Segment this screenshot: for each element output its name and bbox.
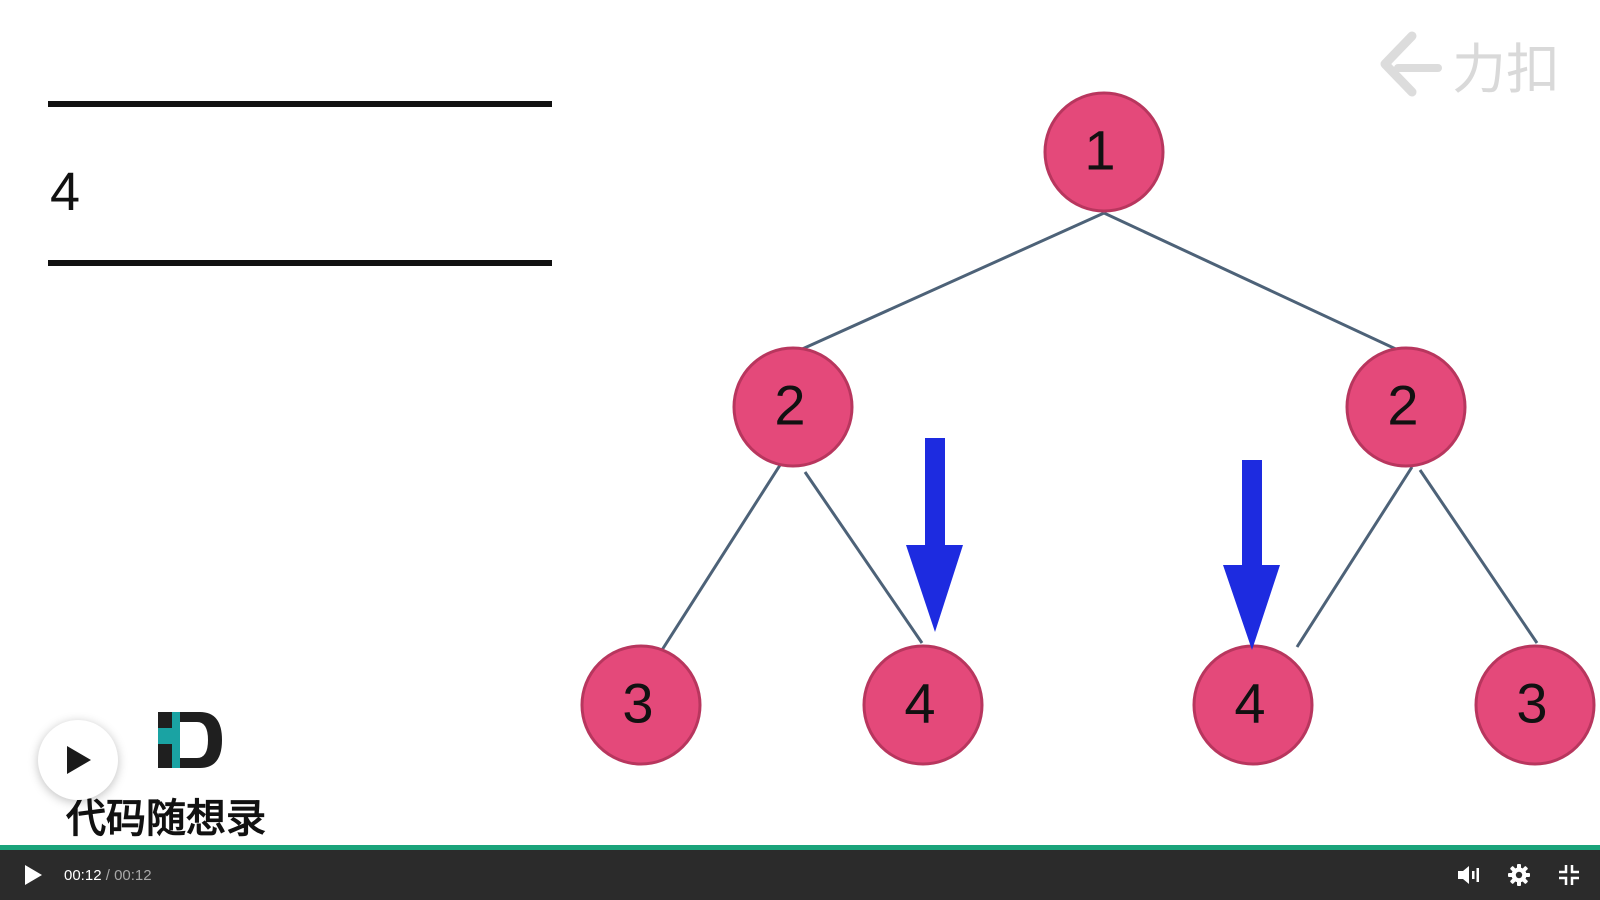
pointer-arrow-right (1223, 460, 1280, 650)
queue-value: 4 (50, 162, 80, 222)
slide-canvas: 4 力扣 1 2 (48, 31, 1596, 842)
time-separator: / (101, 866, 115, 884)
tree-edge (660, 461, 784, 651)
big-play-button[interactable] (38, 720, 118, 800)
volume-icon (1458, 866, 1479, 884)
tree-node-left-left: 3 (580, 644, 702, 766)
node-label: 1 (1084, 119, 1115, 182)
tree-node-right: 2 (1345, 346, 1467, 468)
progress-fill (0, 845, 1600, 850)
exit-fullscreen-button[interactable] (1544, 850, 1594, 900)
duration: 00:12 (114, 866, 152, 884)
brand-name: 代码随想录 (65, 795, 266, 842)
tree-edge (1295, 466, 1414, 648)
control-bar: 00:12 / 00:12 (0, 850, 1600, 900)
tree-edge (1103, 211, 1399, 352)
node-label: 2 (774, 374, 805, 437)
video-frame[interactable]: 4 力扣 1 2 (0, 0, 1600, 845)
play-button[interactable] (8, 850, 58, 900)
time-display: 00:12 / 00:12 (64, 867, 152, 884)
progress-bar[interactable] (0, 845, 1600, 850)
leetcode-logo-icon (1380, 31, 1442, 97)
tree-node-left: 2 (732, 346, 854, 468)
tree-node-right-left: 4 (1192, 644, 1314, 766)
volume-button[interactable] (1444, 850, 1494, 900)
gear-icon (1508, 864, 1530, 886)
play-icon (67, 746, 91, 774)
tree-edge (1418, 469, 1539, 644)
node-label: 2 (1387, 374, 1418, 437)
node-label: 3 (622, 672, 653, 735)
exit-fullscreen-icon (1559, 865, 1579, 885)
settings-button[interactable] (1494, 850, 1544, 900)
node-label: 4 (1234, 672, 1265, 735)
play-icon (25, 865, 42, 885)
tree-edge (803, 471, 924, 644)
pointer-arrow-left (906, 438, 963, 632)
brand-logo (158, 712, 222, 768)
tree-node-left-right: 4 (862, 644, 984, 766)
tree-edge (799, 211, 1105, 352)
node-label: 4 (904, 672, 935, 735)
current-time: 00:12 (64, 866, 102, 884)
tree-node-right-right: 3 (1474, 644, 1596, 766)
node-label: 3 (1516, 672, 1547, 735)
watermark-text: 力扣 (1452, 38, 1560, 101)
tree-node-root: 1 (1043, 91, 1165, 213)
